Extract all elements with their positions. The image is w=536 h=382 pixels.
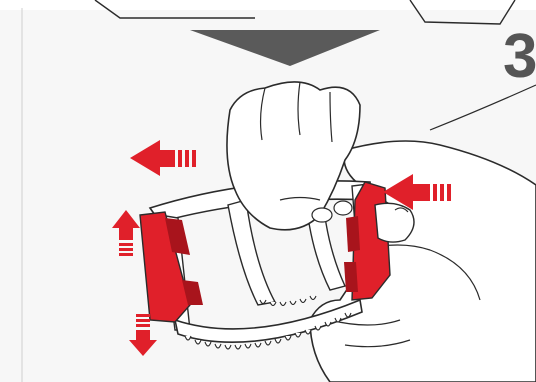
left-hand — [226, 81, 361, 231]
arrow-up-icon — [112, 210, 140, 256]
arrow-down-icon — [129, 314, 157, 356]
step-number: 3 — [503, 22, 536, 91]
left-red-blade — [139, 211, 203, 323]
right-thumb — [374, 202, 415, 243]
step-pointer-icon — [190, 30, 380, 66]
basket-teeth — [184, 295, 352, 350]
arrow-right-icon — [383, 174, 451, 210]
right-hand — [309, 140, 536, 382]
arrow-left-icon — [130, 140, 196, 176]
